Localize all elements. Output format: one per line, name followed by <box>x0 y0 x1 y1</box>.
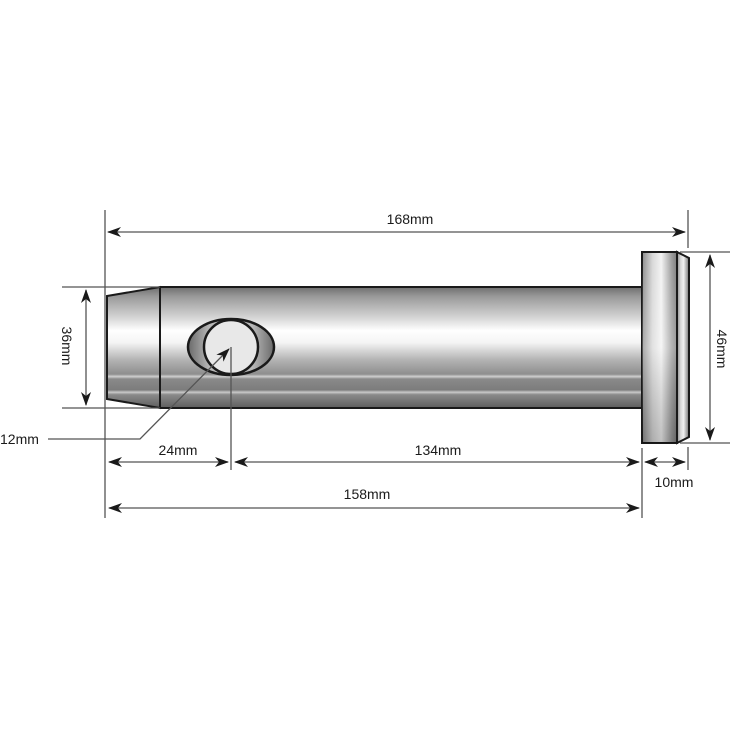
label-head-diameter: 46mm <box>714 330 730 369</box>
pin-chamfer-tip <box>106 285 161 410</box>
dimension-labels: 168mm 36mm 46mm 12mm 24mm 134mm 158mm 10… <box>0 211 730 502</box>
label-usable-length: 158mm <box>344 486 391 502</box>
label-overall-length: 168mm <box>387 211 434 227</box>
pin-head-chamfer <box>676 250 690 445</box>
label-head-thickness: 10mm <box>655 474 694 490</box>
label-hole-diameter: 12mm <box>0 431 39 447</box>
dim-hole-leader <box>48 348 230 440</box>
pin-body <box>106 250 690 445</box>
label-shaft-diameter: 36mm <box>59 327 75 366</box>
dimension-lines <box>48 227 715 513</box>
extension-lines <box>62 210 730 518</box>
label-hole-to-head: 134mm <box>415 442 462 458</box>
label-hole-offset: 24mm <box>159 442 198 458</box>
